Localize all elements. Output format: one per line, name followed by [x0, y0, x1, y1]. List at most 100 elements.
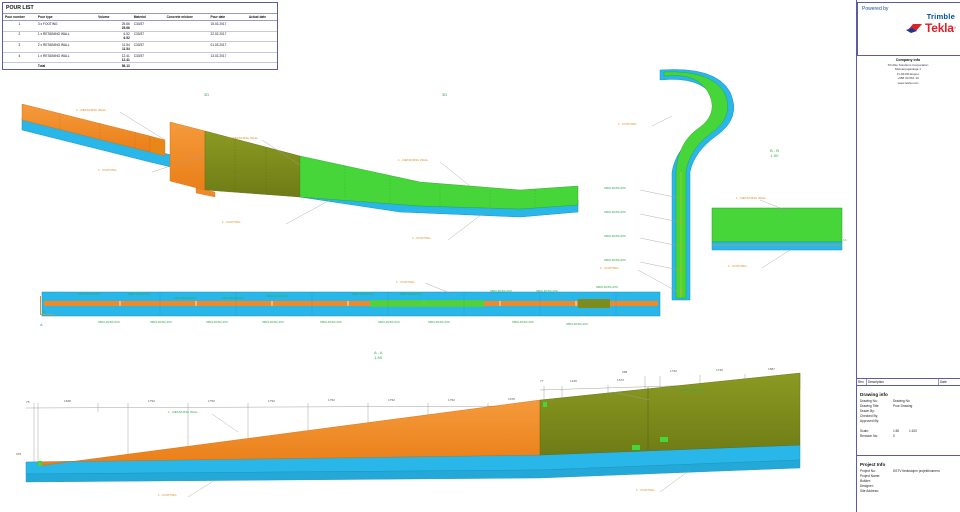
table-row: 3 2 x RETAINING WALL 11.54 11.54 C30/37 …	[3, 41, 277, 53]
pour-tag-elevation-footing-2: 1 - FOOTING	[636, 488, 655, 492]
drawn-by-key: Drawn By:	[860, 408, 875, 413]
cell-volume-subtotal: 11.54	[121, 46, 130, 51]
rebar-label-top: SBKLR150x150	[266, 294, 288, 298]
revision-row: Revision No: 0	[860, 434, 958, 439]
view-label-3d-left: 3D	[204, 92, 210, 97]
view-label-section-aa: A - A 1:50	[374, 350, 382, 360]
panel-seams-olive	[234, 140, 267, 194]
scale-value-2: 1:100	[909, 428, 917, 433]
table-row: 1 3 x FOOTING 25.66 25.66 C30/37 15.02.2…	[3, 20, 277, 32]
rebar-label-top: SBKLR150x150	[222, 296, 244, 300]
cell-pour-date: 15.02.2017	[208, 20, 247, 32]
section-bb-edge-mark: 13	[843, 238, 847, 242]
cell-volume-main: 11.54	[122, 42, 130, 47]
pour-list-total-row: Total 56.13	[3, 62, 277, 69]
view-label-3d-right: 3D	[442, 92, 448, 97]
cell-pour-date: 22.02.2017	[208, 31, 247, 43]
pour-list-table: Pour number Pour type Volume Material Co…	[3, 13, 277, 69]
trimble-logo-icon	[905, 22, 923, 34]
elevation-marker-1	[632, 445, 640, 450]
column-header-material: Material	[131, 13, 165, 21]
retaining-wall-pour-c	[204, 130, 301, 198]
section-bb-scale: 1:50	[770, 153, 779, 158]
project-info-row: Project Name:	[860, 474, 958, 479]
approved-by-value[interactable]	[893, 419, 958, 424]
column-header-concrete-mixture: Concrete mixture	[164, 13, 209, 21]
cell-mixture	[164, 31, 209, 43]
rebar-label-bottom: SBKLR150x150	[428, 320, 450, 324]
section-mark-a[interactable]: A	[38, 296, 54, 318]
rebar-nodes	[679, 197, 683, 294]
drawing-info-row: Approved By:	[860, 419, 958, 424]
cell-volume-subtotal: 6.52	[123, 36, 130, 41]
revision-bar-description: Description	[868, 380, 884, 384]
scale-row: Scale: 1:50 1:100	[860, 429, 958, 434]
view-section-aa	[41, 291, 661, 317]
rebar-label-bottom: SBKLR150x150	[320, 320, 342, 324]
section-bb-footing	[711, 241, 843, 251]
cell-actual-date	[246, 20, 277, 32]
project-info-block: Project Info Project No: DSTV tiedostoje…	[860, 462, 958, 494]
rebar-label-bottom: SBKLR150x150	[98, 320, 120, 324]
cell-volume-subtotal: 12.41	[121, 57, 130, 62]
rebar-label-bottom: SBKLR150x150	[262, 320, 284, 324]
cell-volume-main: 12.41	[121, 53, 130, 58]
dimension-value: 1848	[64, 399, 71, 403]
section-aa-wall-core	[44, 301, 658, 306]
column-header-actual-date: Actual date	[246, 13, 277, 21]
site-address-key: Site Address:	[860, 488, 879, 493]
rebar-label-top: SBKLR150x150	[174, 296, 196, 300]
drawing-title-value[interactable]: Pour Drawing	[893, 403, 913, 408]
company-info-line: Metsanpojankuja 1	[895, 67, 921, 72]
scale-key: Scale:	[860, 428, 869, 433]
pour-tag-footing-7: 1 - FOOTING	[396, 280, 415, 284]
cell-mixture	[164, 20, 209, 32]
tekla-logo-row: Tekla®	[858, 22, 960, 34]
dimension-value: 1752	[388, 398, 395, 402]
dimension-value: 1752	[148, 399, 155, 403]
rebar-label-top: SBKLR150x150	[78, 292, 100, 296]
rebar-label-bottom: SBKLR150x150	[150, 320, 172, 324]
cell-pour-type: 3 x FOOTING	[35, 20, 97, 32]
total-label: Total	[35, 62, 97, 69]
drawing-no-value[interactable]: Drawing No	[893, 399, 910, 403]
column-header-pour-type: Pour type	[35, 13, 97, 21]
revision-bar-rev: Rev.	[858, 380, 865, 384]
revision-no-key: Revision No:	[860, 433, 879, 438]
powered-by-label: Powered by	[862, 6, 889, 12]
section-mark-a-label: A	[40, 322, 43, 327]
leader-lines	[119, 111, 791, 498]
rebar-label-top: SBKLR150x150	[400, 292, 422, 296]
cell-pour-type: 1 x RETAINING WALL	[35, 31, 97, 43]
cell-pour-number: 1	[3, 20, 36, 32]
site-address-value[interactable]	[893, 489, 958, 494]
total-value: 56.13	[96, 62, 132, 69]
dimension-value: 1587	[768, 367, 775, 371]
rebar-label-top: SBKLR150x150	[352, 292, 374, 296]
pour-tag-elevation-wall: 1 - RETAINING WALL	[168, 410, 199, 414]
designer-key: Designer:	[860, 483, 874, 488]
tekla-logo-box: Powered by Trimble Tekla®	[857, 2, 960, 56]
view-section-bb	[711, 207, 843, 251]
company-info-website[interactable]: www.tekla.com	[897, 80, 919, 85]
company-info-block: Company info Trimble Solutions Corporati…	[857, 58, 959, 85]
section-bb-name: B - B	[770, 148, 779, 153]
section-aa-green-zone	[370, 300, 484, 307]
elevation-marker-2	[660, 437, 668, 442]
curved-retaining-wall	[663, 71, 728, 299]
rebar-label-bottom: SBKLR150x150	[206, 320, 228, 324]
registered-trademark-icon: ®	[953, 26, 956, 30]
project-no-key: Project No:	[860, 469, 876, 473]
section-aa-name: A - A	[374, 350, 383, 355]
project-info-row: Site Address:	[860, 489, 958, 494]
revision-no-value[interactable]: 0	[893, 433, 895, 438]
dimension-value: 1752	[328, 398, 335, 402]
dimension-value: 1749	[716, 368, 723, 372]
view-label-section-bb: B - B 1:50	[770, 148, 779, 158]
tekla-wordmark: Tekla	[924, 21, 954, 35]
project-info-row: Designer:	[860, 484, 958, 489]
dimension-value: 1752	[448, 398, 455, 402]
pour-list-header-row: Pour number Pour type Volume Material Co…	[3, 13, 277, 21]
table-row: 2 1 x RETAINING WALL 6.52 6.52 C30/37 22…	[3, 31, 277, 43]
project-no-value[interactable]: DSTV tiedostojen projektinumero	[893, 469, 940, 473]
